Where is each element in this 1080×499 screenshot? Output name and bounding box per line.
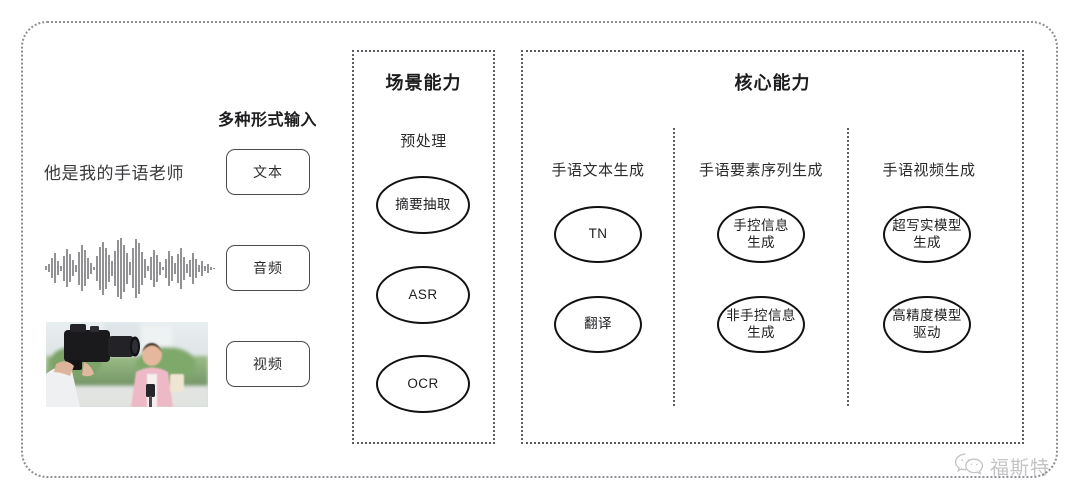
input-chip-audio-label: 音频 <box>253 260 283 276</box>
core-node-photorealistic-model-label: 超写实模型 生成 <box>892 218 962 250</box>
core-node-highprecision-model-label: 高精度模型 驱动 <box>892 308 962 340</box>
core-node-translation[interactable]: 翻译 <box>554 296 642 353</box>
core-node-manual-signal[interactable]: 手控信息 生成 <box>717 206 805 263</box>
scene-node-asr[interactable]: ASR <box>376 266 470 324</box>
input-chip-video-label: 视频 <box>253 356 283 372</box>
video-thumbnail <box>46 322 208 407</box>
input-chip-audio[interactable]: 音频 <box>226 245 310 291</box>
scene-node-summary-extraction[interactable]: 摘要抽取 <box>376 176 470 234</box>
scene-node-summary-extraction-label: 摘要抽取 <box>395 196 451 212</box>
core-node-manual-signal-label: 手控信息 生成 <box>733 218 789 250</box>
core-node-highprecision-model[interactable]: 高精度模型 驱动 <box>883 296 971 353</box>
scene-capability-box: 场景能力 <box>352 50 495 444</box>
core-column-label-element-sequence: 手语要素序列生成 <box>698 162 823 179</box>
core-node-nonmanual-signal-label: 非手控信息 生成 <box>726 308 796 340</box>
outer-frame <box>21 21 1058 478</box>
core-node-photorealistic-model[interactable]: 超写实模型 生成 <box>883 206 971 263</box>
waveform-svg <box>45 238 215 299</box>
core-column-label-text-generation: 手语文本生成 <box>551 162 645 179</box>
audio-waveform-graphic <box>44 236 216 300</box>
core-column-label-video-generation: 手语视频生成 <box>882 162 976 179</box>
scene-node-ocr[interactable]: OCR <box>376 355 470 413</box>
scene-node-ocr-label: OCR <box>407 375 439 391</box>
core-node-nonmanual-signal[interactable]: 非手控信息 生成 <box>717 296 805 353</box>
input-chip-text[interactable]: 文本 <box>226 149 310 195</box>
wechat-icon <box>954 452 984 481</box>
core-node-tn-label: TN <box>588 226 608 242</box>
input-chip-text-label: 文本 <box>253 164 283 180</box>
input-chip-video[interactable]: 视频 <box>226 341 310 387</box>
video-thumbnail-svg <box>46 322 208 407</box>
scene-capability-title: 场景能力 <box>385 73 462 93</box>
input-sample-sentence: 他是我的手语老师 <box>44 164 184 183</box>
wechat-icon-svg <box>954 453 984 475</box>
watermark: 福斯特 <box>954 452 1050 481</box>
core-capability-box: 核心能力 <box>521 50 1024 444</box>
watermark-text: 福斯特 <box>989 458 1050 479</box>
scene-group-label-preprocess: 预处理 <box>400 133 447 150</box>
scene-node-asr-label: ASR <box>408 286 438 302</box>
core-divider-1 <box>673 128 675 406</box>
core-capability-title: 核心能力 <box>734 73 811 93</box>
core-node-translation-label: 翻译 <box>584 316 612 332</box>
core-node-tn[interactable]: TN <box>554 206 642 263</box>
core-divider-2 <box>847 128 849 406</box>
input-section-heading: 多种形式输入 <box>218 112 318 129</box>
